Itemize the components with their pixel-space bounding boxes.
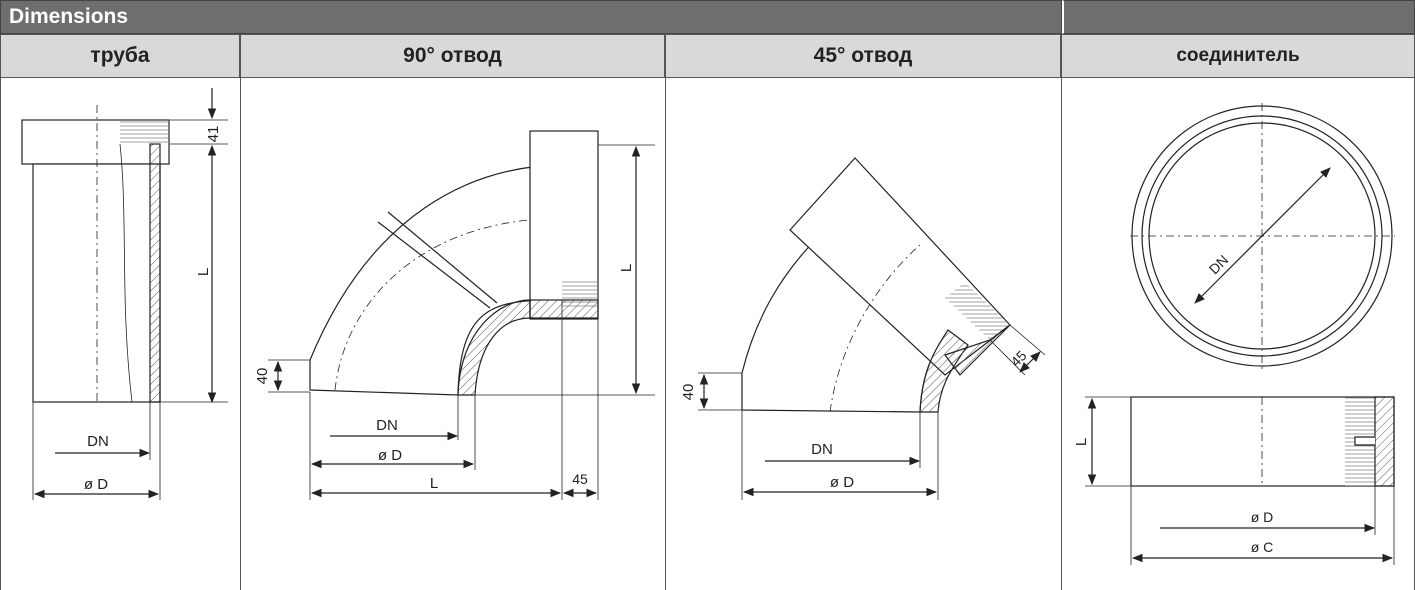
elbow-90-wall-section: [457, 299, 531, 396]
coupling-dim-l-label: L: [1073, 438, 1090, 446]
pipe-drawing: [21, 88, 228, 500]
elbow-90-dim-base-l-label: L: [430, 475, 438, 492]
column-header-pipe: труба: [0, 34, 240, 78]
elbow-45-drawing: [698, 157, 1046, 500]
pipe-socket-section: [120, 120, 169, 144]
elbow-90-segment-line: [377, 221, 491, 309]
table-title: Dimensions: [0, 0, 1062, 34]
pipe-dim-d-label: ø D: [84, 476, 108, 493]
elbow-90-segment-line: [387, 211, 498, 304]
elbow-90-dim-45-label: 45: [572, 471, 588, 487]
pipe-dim-41-label: 41: [205, 126, 222, 143]
elbow-45-dim-dn-label: DN: [811, 441, 833, 458]
elbow-45-dim-45-arrow: [1019, 351, 1041, 373]
coupling-dim-d-label: ø D: [1251, 509, 1274, 525]
elbow-90-dim-l-label: L: [618, 264, 635, 272]
elbow-45-ext-line: [1009, 324, 1046, 356]
cell-divider: [240, 78, 241, 590]
coupling-dim-dn-label: DN: [1206, 252, 1232, 278]
elbow-90-dim-dn-label: DN: [376, 417, 398, 434]
elbow-90-socket-wall: [529, 299, 599, 319]
coupling-dim-c-label: ø C: [1251, 539, 1274, 555]
elbow-45-ext-line: [989, 339, 1026, 376]
elbow-45-centerline: [829, 244, 921, 413]
coupling-dim-dn-arrow: [1194, 167, 1331, 304]
cell-divider: [1061, 78, 1062, 590]
elbow-90-centerline: [334, 219, 531, 391]
elbow-45-dim-40-label: 40: [680, 384, 697, 401]
elbow-45-wall-section: [919, 329, 969, 413]
pipe-body: [32, 163, 161, 403]
elbow-90-body: [309, 164, 566, 396]
pipe-wall-section: [149, 143, 161, 403]
pipe-break-line: [119, 143, 133, 403]
elbow-90-dim-40-label: 40: [254, 368, 271, 385]
column-header-elbow-45: 45° отвод: [665, 34, 1061, 78]
pipe-dim-dn-label: DN: [87, 433, 109, 450]
elbow-90-drawing: [268, 130, 655, 500]
elbow-45-dim-d-label: ø D: [830, 474, 854, 491]
elbow-45-socket-section: [945, 282, 1010, 340]
coupling-side-wall: [1374, 396, 1395, 487]
title-bar-right: [1062, 0, 1415, 34]
column-header-coupling: соединитель: [1061, 34, 1415, 78]
cell-divider: [0, 78, 1, 590]
column-header-elbow-90: 90° отвод: [240, 34, 665, 78]
pipe-dim-l-label: L: [195, 268, 212, 276]
cell-divider: [665, 78, 666, 590]
coupling-side-groove: [1354, 436, 1375, 446]
coupling-drawing: [1085, 103, 1395, 565]
elbow-90-dim-d-label: ø D: [378, 447, 402, 464]
